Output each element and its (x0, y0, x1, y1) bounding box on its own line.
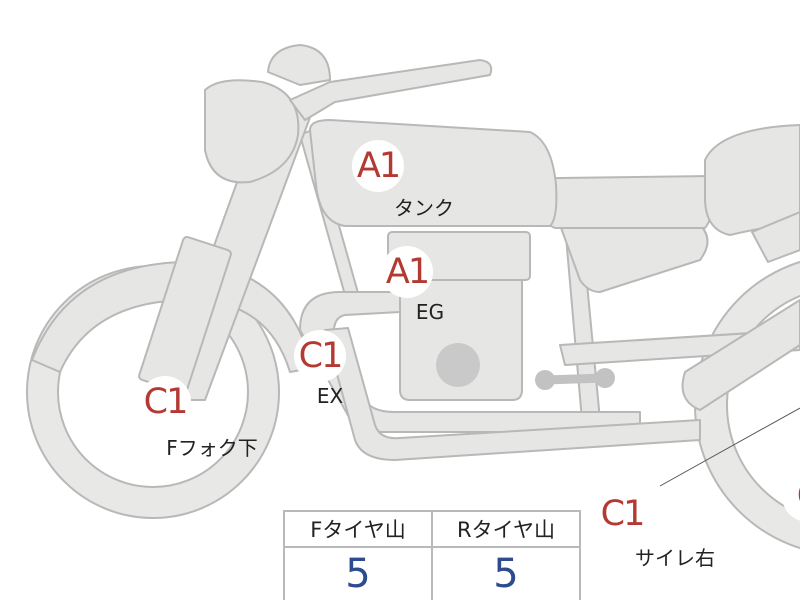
mirror (267, 44, 331, 86)
seat (539, 175, 715, 229)
side-cover (559, 224, 709, 293)
tire-tread-table: Fタイヤ山 Rタイヤ山 5 5 (283, 510, 581, 600)
marker-label-engine: EG (415, 300, 445, 324)
marker-code-exhaust: C1 (294, 330, 346, 382)
front-tire-value: 5 (283, 546, 433, 600)
headlight (204, 79, 300, 184)
engine-cover (436, 343, 480, 387)
rear-tire-header: Rタイヤ山 (431, 510, 581, 548)
marker-code-tank: A1 (352, 140, 404, 192)
footpeg (544, 373, 606, 385)
marker-code-partial: C (782, 470, 800, 522)
rear-strut (751, 211, 800, 263)
marker-label-tank: タンク (394, 196, 454, 220)
marker-label-front-fork: Fフォク下 (166, 436, 258, 460)
front-tire-header: Fタイヤ山 (283, 510, 433, 548)
exhaust-lower (324, 327, 701, 461)
muffler (681, 299, 800, 411)
handlebar (289, 59, 493, 121)
rear-tire-value: 5 (431, 546, 581, 600)
leader-line (659, 407, 800, 487)
engine-block (399, 279, 523, 401)
marker-label-exhaust: EX (316, 384, 344, 408)
marker-code-engine: A1 (381, 246, 433, 298)
marker-code-front-fork: C1 (139, 376, 191, 428)
marker-code-silencer: C1 (596, 488, 648, 540)
marker-label-silencer: サイレ右 (635, 546, 715, 570)
